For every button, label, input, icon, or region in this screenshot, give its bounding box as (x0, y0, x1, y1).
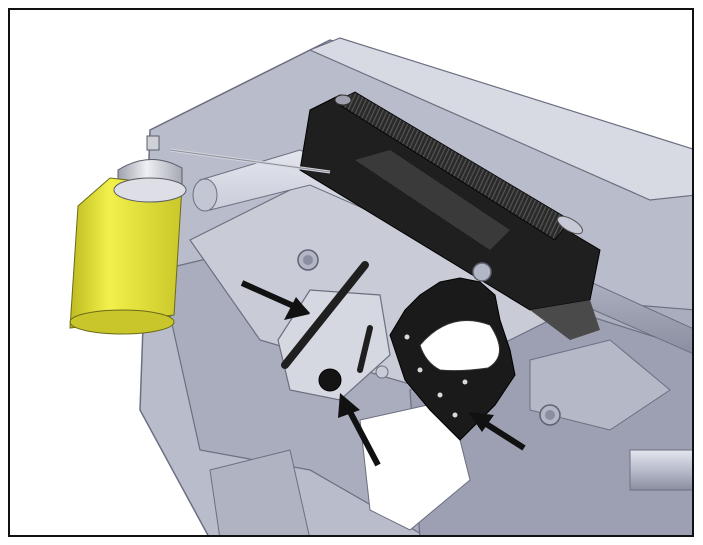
arrow-icon-knob (338, 393, 381, 467)
arrow-icon-ratchet (468, 412, 526, 451)
cam-plate (277, 261, 391, 401)
ratchet-plate (389, 277, 516, 441)
housing (139, 37, 692, 535)
pivot-knob (318, 368, 342, 392)
torsion-spring-long (281, 261, 369, 369)
torsion-spring-short (357, 325, 373, 373)
extension-spring (299, 91, 601, 340)
arrow-icon-spring (240, 280, 310, 320)
mechanism-illustration (69, 37, 692, 535)
rods (192, 149, 692, 491)
figure-frame (8, 8, 694, 537)
bolts (297, 249, 561, 426)
spray-can-icon (69, 135, 331, 335)
